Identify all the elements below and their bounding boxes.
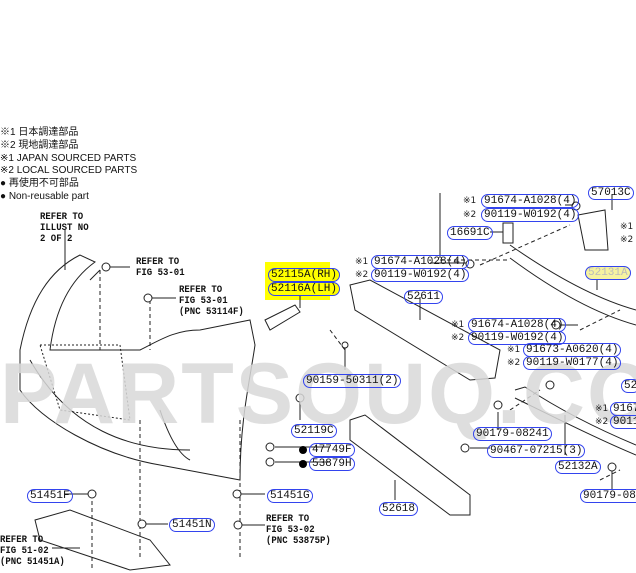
non-reusable-dot-icon xyxy=(299,446,307,454)
part-16691C[interactable]: 16691C xyxy=(447,226,493,240)
legend-line-local: ※2 LOCAL SOURCED PARTS xyxy=(0,165,138,176)
part-52611[interactable]: 52611 xyxy=(404,290,444,304)
part-90119-cut[interactable]: 90119 xyxy=(610,415,636,429)
mark-local: ※2 xyxy=(620,235,634,245)
mark-local: ※2 xyxy=(595,417,609,427)
part-52131A[interactable]: 52131A xyxy=(585,266,631,280)
note-refer-fig-53-01-pnc: REFER TO FIG 53-01 (PNC 53114F) xyxy=(179,285,244,318)
note-refer-fig-53-02: REFER TO FIG 53-02 (PNC 53875P) xyxy=(266,514,331,547)
part-91673-cut[interactable]: 91673 xyxy=(610,402,636,416)
note-line: FIG 51-02 xyxy=(0,546,49,557)
part-52116A[interactable]: 52116A(LH) xyxy=(268,282,341,296)
part-90467-07215[interactable]: 90467-07215(3) xyxy=(487,444,586,458)
mark-japan: ※1 xyxy=(620,222,634,232)
mark-local: ※2 xyxy=(463,210,477,220)
legend-line-nonreusable: ● Non-reusable part xyxy=(0,191,89,202)
part-57013C[interactable]: 57013C xyxy=(588,186,634,200)
mark-japan: ※1 xyxy=(507,345,521,355)
note-line: (PNC 51451A) xyxy=(0,557,65,568)
part-51451G[interactable]: 51451G xyxy=(267,489,313,503)
note-line: FIG 53-01 xyxy=(179,296,228,307)
part-52115A[interactable]: 52115A(RH) xyxy=(268,268,341,282)
legend-line-japan-jp: ※1 日本調達部品 xyxy=(0,127,79,138)
legend-line-nonreusable-jp: ● 再使用不可部品 xyxy=(0,178,79,189)
part-51451N[interactable]: 51451N xyxy=(169,518,215,532)
part-52-cut[interactable]: 52 xyxy=(621,379,636,393)
part-51451F[interactable]: 51451F xyxy=(27,489,73,503)
mark-japan: ※1 xyxy=(463,196,477,206)
part-47749F[interactable]: 47749F xyxy=(309,443,355,457)
part-53879H[interactable]: 53879H xyxy=(309,457,355,471)
legend-line-japan: ※1 JAPAN SOURCED PARTS xyxy=(0,153,137,164)
note-line: FIG 53-01 xyxy=(136,268,185,279)
note-line: (PNC 53114F) xyxy=(179,307,244,318)
note-line: REFER TO xyxy=(0,535,44,546)
part-52618[interactable]: 52618 xyxy=(379,502,419,516)
note-line: (PNC 53875P) xyxy=(266,536,331,547)
legend-line-local-jp: ※2 現地調達部品 xyxy=(0,140,79,151)
mark-japan: ※1 xyxy=(355,257,369,267)
note-line: REFER TO xyxy=(40,212,84,223)
part-52132A[interactable]: 52132A xyxy=(555,460,601,474)
mark-japan: ※1 xyxy=(451,320,465,330)
note-line: 2 OF 2 xyxy=(40,234,73,245)
note-refer-fig-51-02: REFER TO FIG 51-02 (PNC 51451A) xyxy=(0,535,65,568)
note-line: REFER TO xyxy=(136,257,180,268)
note-refer-illust: REFER TO ILLUST NO 2 OF 2 xyxy=(40,212,89,245)
mark-local: ※2 xyxy=(355,270,369,280)
part-90179-08241[interactable]: 90179-08241 xyxy=(473,427,552,441)
part-90119-W0177[interactable]: 90119-W0177(4) xyxy=(523,356,622,370)
part-52119C[interactable]: 52119C xyxy=(291,424,337,438)
note-line: REFER TO xyxy=(179,285,223,296)
part-91673-A0620[interactable]: 91673-A0620(4) xyxy=(523,343,622,357)
mark-local: ※2 xyxy=(451,333,465,343)
part-91674-A1028[interactable]: 91674-A1028(4) xyxy=(371,255,470,269)
note-line: FIG 53-02 xyxy=(266,525,315,536)
part-91674-A1028[interactable]: 91674-A1028(4) xyxy=(468,318,567,332)
part-90119-W0192[interactable]: 90119-W0192(4) xyxy=(481,208,580,222)
mark-local: ※2 xyxy=(507,358,521,368)
part-90159-50311[interactable]: 90159-50311(2) xyxy=(303,374,402,388)
part-91674-A1028[interactable]: 91674-A1028(4) xyxy=(481,194,580,208)
note-line: ILLUST NO xyxy=(40,223,89,234)
note-refer-fig-53-01: REFER TO FIG 53-01 xyxy=(136,257,185,279)
part-90179-08241[interactable]: 90179-08241 xyxy=(580,489,636,503)
part-90119-W0192[interactable]: 90119-W0192(4) xyxy=(371,268,470,282)
note-line: REFER TO xyxy=(266,514,310,525)
part-90119-W0192[interactable]: 90119-W0192(4) xyxy=(468,331,567,345)
non-reusable-dot-icon xyxy=(299,460,307,468)
mark-japan: ※1 xyxy=(595,404,609,414)
